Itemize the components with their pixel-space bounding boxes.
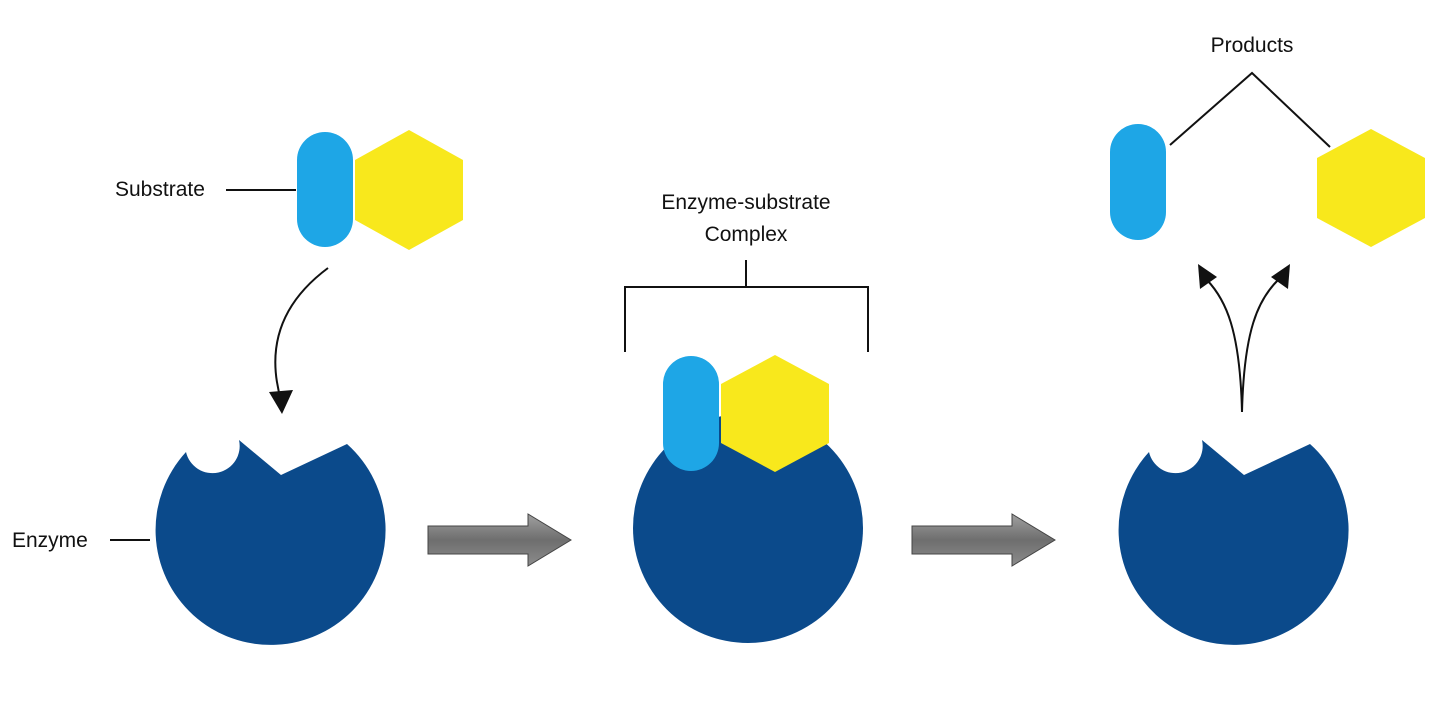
bound-substrate-hexagon	[721, 355, 829, 472]
complex-bracket	[624, 260, 869, 352]
substrate-capsule	[297, 132, 353, 247]
release-arrow-left	[1206, 279, 1243, 413]
release-arrow-right	[1241, 279, 1279, 413]
complex-label-line1: Enzyme-substrate	[661, 191, 830, 214]
product-hexagon	[1317, 129, 1425, 247]
release-arrowhead-right	[1271, 264, 1290, 289]
process-arrow-2	[911, 513, 1056, 567]
enzyme-label: Enzyme	[12, 529, 88, 552]
products-label: Products	[1211, 34, 1294, 57]
products-bracket	[1169, 71, 1331, 148]
binding-curved-arrow	[274, 267, 329, 401]
process-arrow-1	[427, 513, 572, 567]
complex-label-line2: Complex	[705, 223, 788, 246]
substrate-molecule	[297, 130, 463, 250]
bound-substrate	[663, 355, 829, 472]
release-arrowhead-left	[1198, 264, 1217, 289]
substrate-hexagon	[355, 130, 463, 250]
bound-substrate-capsule	[663, 356, 719, 471]
enzyme-right	[1118, 440, 1349, 645]
substrate-label: Substrate	[115, 178, 205, 201]
binding-arrowhead	[269, 390, 293, 414]
enzyme-left	[155, 440, 386, 645]
product-capsule	[1110, 124, 1166, 240]
